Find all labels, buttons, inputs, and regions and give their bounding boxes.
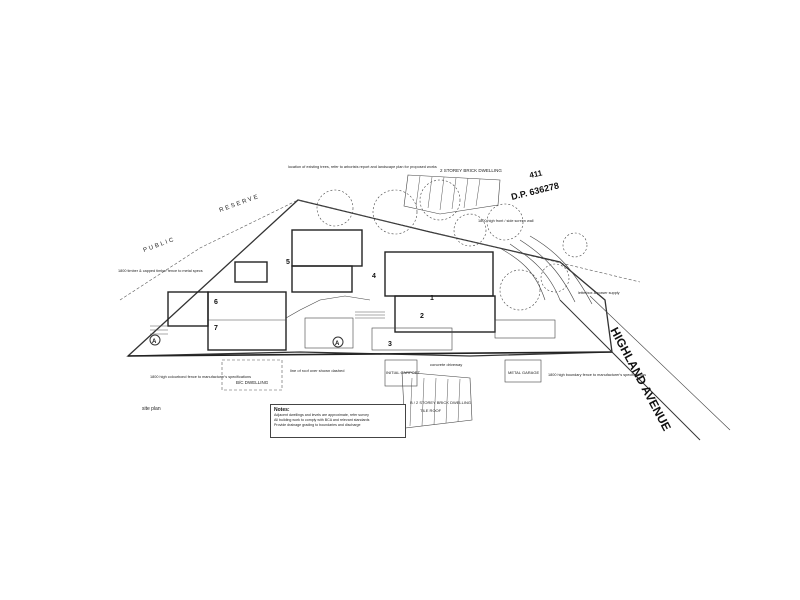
unit-number-3: 3 [388, 341, 392, 348]
trees [316, 179, 588, 311]
notes-line-2: All building work to comply with BCA and… [274, 418, 370, 422]
front-boundary [127, 351, 613, 357]
stairs-hatching [150, 311, 385, 335]
unit-block-centre-north [291, 229, 363, 267]
gate-note: letterbox & power supply [578, 291, 620, 295]
unit-number-1: 1 [430, 295, 434, 302]
roof-line-note: line of roof over shown dashed [290, 368, 344, 373]
street-kerb [589, 295, 731, 431]
lot-number: 411 [529, 168, 544, 180]
section-mark-left: A [152, 339, 157, 345]
neighbour-north-hatch [415, 175, 481, 211]
garage-label: METAL GARAGE [508, 370, 539, 375]
unit-number-2: 2 [420, 313, 424, 320]
section-mark-right: A [335, 341, 340, 347]
neighbour-south-left-label: B/C DWELLING [236, 380, 269, 385]
unit-block-centre-south [304, 317, 354, 349]
section-marker-left [149, 334, 161, 346]
screen-note: 1800 high front / side screen wall [478, 219, 534, 223]
contours [499, 235, 593, 305]
neighbour-north-dwelling [403, 174, 501, 215]
unit-number-5: 5 [286, 259, 290, 266]
garage-outline [504, 359, 542, 383]
east-deck [494, 319, 556, 339]
notes-title: Notes: [274, 407, 290, 413]
unit-block-east-north [384, 251, 494, 297]
unit-number-6: 6 [214, 299, 218, 306]
unit-block-west-small [167, 291, 209, 327]
neighbour-south-right-roof: TILE ROOF [420, 408, 442, 413]
reserve-word-2: PUBLIC [143, 237, 177, 254]
fence-note-right: 1800 high boundary fence to manufacturer… [548, 373, 646, 377]
site-plan-label: site plan [142, 406, 161, 412]
unit-north-west [234, 261, 268, 283]
neighbour-north-label: 2 STOREY BRICK DWELLING [440, 168, 502, 173]
neighbour-south-left-dwelling [221, 359, 283, 391]
unit-block-east [394, 295, 496, 333]
neighbour-south-right-hatch [409, 377, 461, 427]
driveway-label: concrete driveway [430, 362, 462, 367]
carport-label: INITIAL CARPORT [386, 370, 421, 375]
unit-block-centre [291, 265, 353, 293]
notes-line-1: Adjacent dwellings and levels are approx… [274, 413, 369, 417]
unit-block-east-south [371, 327, 453, 351]
street-name: HIGHLAND AVENUE [607, 325, 674, 433]
carport-outline [384, 359, 418, 387]
section-marker-right [332, 336, 344, 348]
unit-number-7: 7 [214, 325, 218, 332]
site-boundary [126, 199, 613, 357]
front-fence-note: 1800 high colourbond fence to manufactur… [150, 375, 251, 379]
unit-block-west [207, 291, 287, 351]
notes-line-3: Provide drainage grading to boundaries a… [274, 423, 361, 427]
reserve-word-1: RESERVE [219, 194, 261, 214]
neighbour-south-right-label: B / 2 STOREY BRICK DWELLING [410, 400, 471, 405]
unit-number-4: 4 [372, 273, 376, 280]
street-edge [559, 299, 701, 441]
side-boundary-north [297, 199, 641, 283]
notes-box: Notes: Adjacent dwellings and levels are… [270, 404, 406, 438]
central-path [285, 295, 371, 319]
fence-note-left: 1800 timber & capped timber fence to met… [118, 269, 203, 273]
deposited-plan: D.P. 636278 [510, 180, 560, 202]
trees-note: location of existing trees, refer to arb… [288, 165, 437, 169]
reserve-edge [119, 199, 299, 301]
